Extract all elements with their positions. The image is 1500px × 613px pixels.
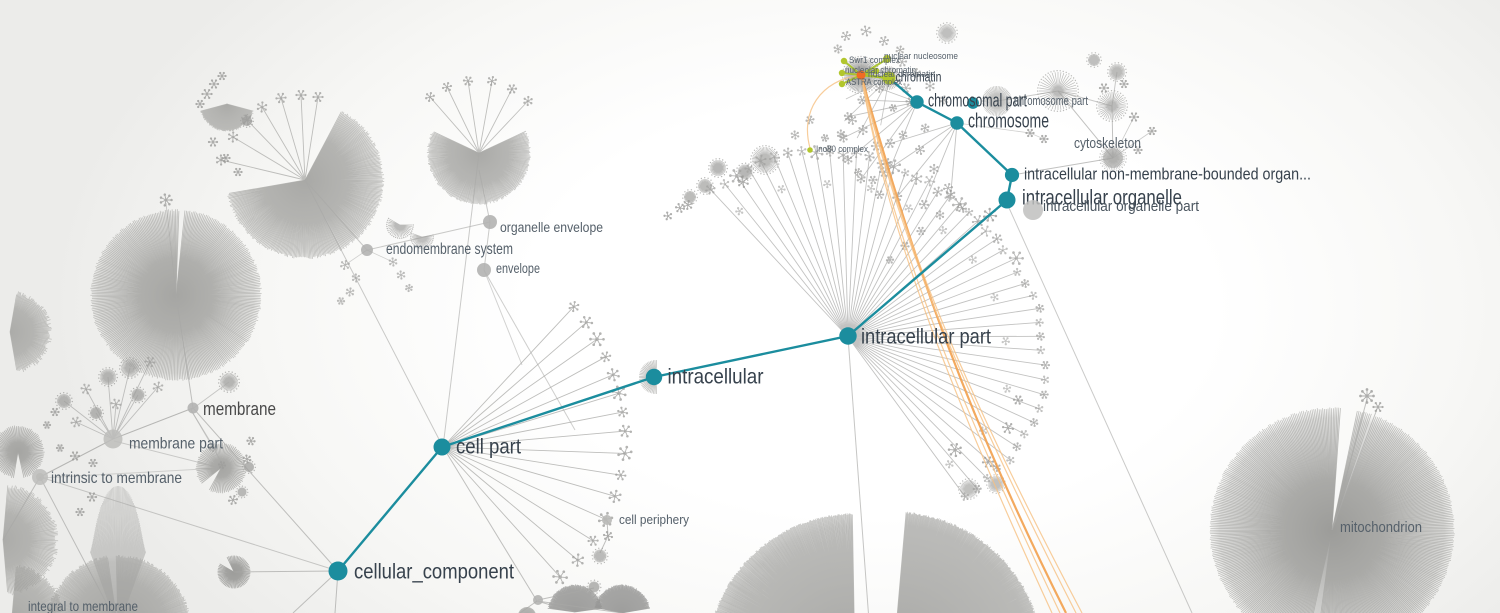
svg-text:organelle envelope: organelle envelope bbox=[500, 220, 603, 235]
svg-text:intracellular: intracellular bbox=[668, 366, 764, 389]
svg-text:nuclear chromatin: nuclear chromatin bbox=[868, 69, 935, 80]
svg-text:integral to membrane: integral to membrane bbox=[28, 598, 138, 613]
svg-text:nuclear nucleosome: nuclear nucleosome bbox=[884, 51, 958, 62]
svg-text:chromosome part: chromosome part bbox=[1014, 93, 1088, 108]
svg-text:intracellular organelle: intracellular organelle bbox=[1022, 187, 1182, 210]
svg-text:intracellular non-membrane-bou: intracellular non-membrane-bounded organ… bbox=[1024, 165, 1311, 184]
svg-text:cellular_component: cellular_component bbox=[354, 561, 514, 584]
svg-text:envelope: envelope bbox=[496, 261, 540, 276]
svg-text:intracellular organelle part: intracellular organelle part bbox=[1043, 198, 1200, 215]
svg-text:membrane: membrane bbox=[203, 399, 276, 419]
svg-text:Ino80 complex: Ino80 complex bbox=[816, 144, 868, 155]
svg-text:nucleolar chromatin: nucleolar chromatin bbox=[845, 65, 916, 76]
svg-text:intracellular part: intracellular part bbox=[861, 326, 991, 349]
svg-text:chromosome: chromosome bbox=[968, 111, 1049, 133]
svg-text:cell periphery: cell periphery bbox=[619, 513, 690, 527]
svg-text:intrinsic to membrane: intrinsic to membrane bbox=[51, 470, 182, 487]
svg-text:chromatin: chromatin bbox=[896, 70, 942, 85]
svg-text:cytoskeleton: cytoskeleton bbox=[1074, 135, 1141, 152]
svg-text:endomembrane system: endomembrane system bbox=[386, 241, 513, 258]
svg-text:mitochondrion: mitochondrion bbox=[1340, 519, 1422, 536]
svg-text:Swr1 complex: Swr1 complex bbox=[849, 55, 900, 66]
svg-text:cell part: cell part bbox=[456, 436, 521, 459]
svg-text:ASTRA complex: ASTRA complex bbox=[846, 77, 902, 88]
svg-text:chromosomal part: chromosomal part bbox=[928, 91, 1027, 111]
svg-text:membrane part: membrane part bbox=[129, 436, 223, 453]
